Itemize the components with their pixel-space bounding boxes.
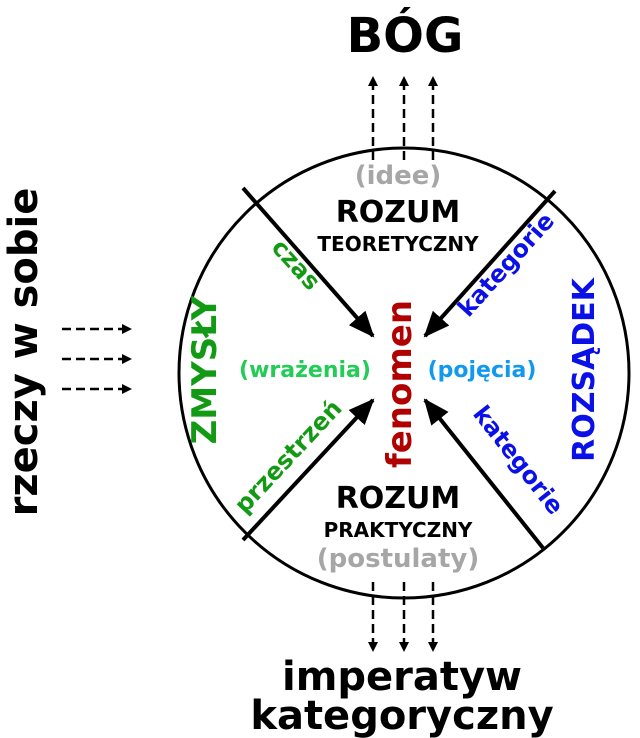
label-practical: PRAKTYCZNY	[324, 518, 473, 542]
label-categories-lower: kategorie	[467, 400, 569, 520]
arrow-lower-right	[423, 398, 545, 550]
diagonal-arrows	[241, 186, 557, 550]
label-categories-upper: kategorie	[452, 207, 560, 322]
label-concepts: (pojęcia)	[428, 358, 537, 383]
label-senses: ZMYSŁY	[185, 295, 225, 444]
arrow-upper-left	[241, 186, 375, 338]
arrow-lower-left	[241, 398, 375, 542]
label-lower-reason: ROZUM	[336, 481, 461, 516]
arrow-upper-right	[423, 189, 557, 338]
left-arrows	[62, 324, 132, 394]
mind-circle	[177, 146, 631, 600]
downward-arrows	[368, 582, 438, 652]
label-space: przestrzeń	[229, 394, 348, 519]
label-upper-reason: ROZUM	[336, 195, 461, 230]
label-ideas: (idee)	[355, 161, 442, 191]
title-imperative: imperatyw	[282, 654, 522, 700]
label-postulates: (postulaty)	[317, 544, 480, 574]
title-categorical: kategoryczny	[250, 693, 553, 738]
title-bog: BÓG	[347, 7, 464, 64]
label-phenomenon: fenomen	[380, 300, 420, 468]
label-theoretical: TEORETYCZNY	[317, 232, 479, 256]
label-things-in-themselves: rzeczy w sobie	[1, 188, 47, 517]
label-understanding: ROZSĄDEK	[567, 276, 602, 462]
label-impressions: (wrażenia)	[239, 358, 371, 383]
